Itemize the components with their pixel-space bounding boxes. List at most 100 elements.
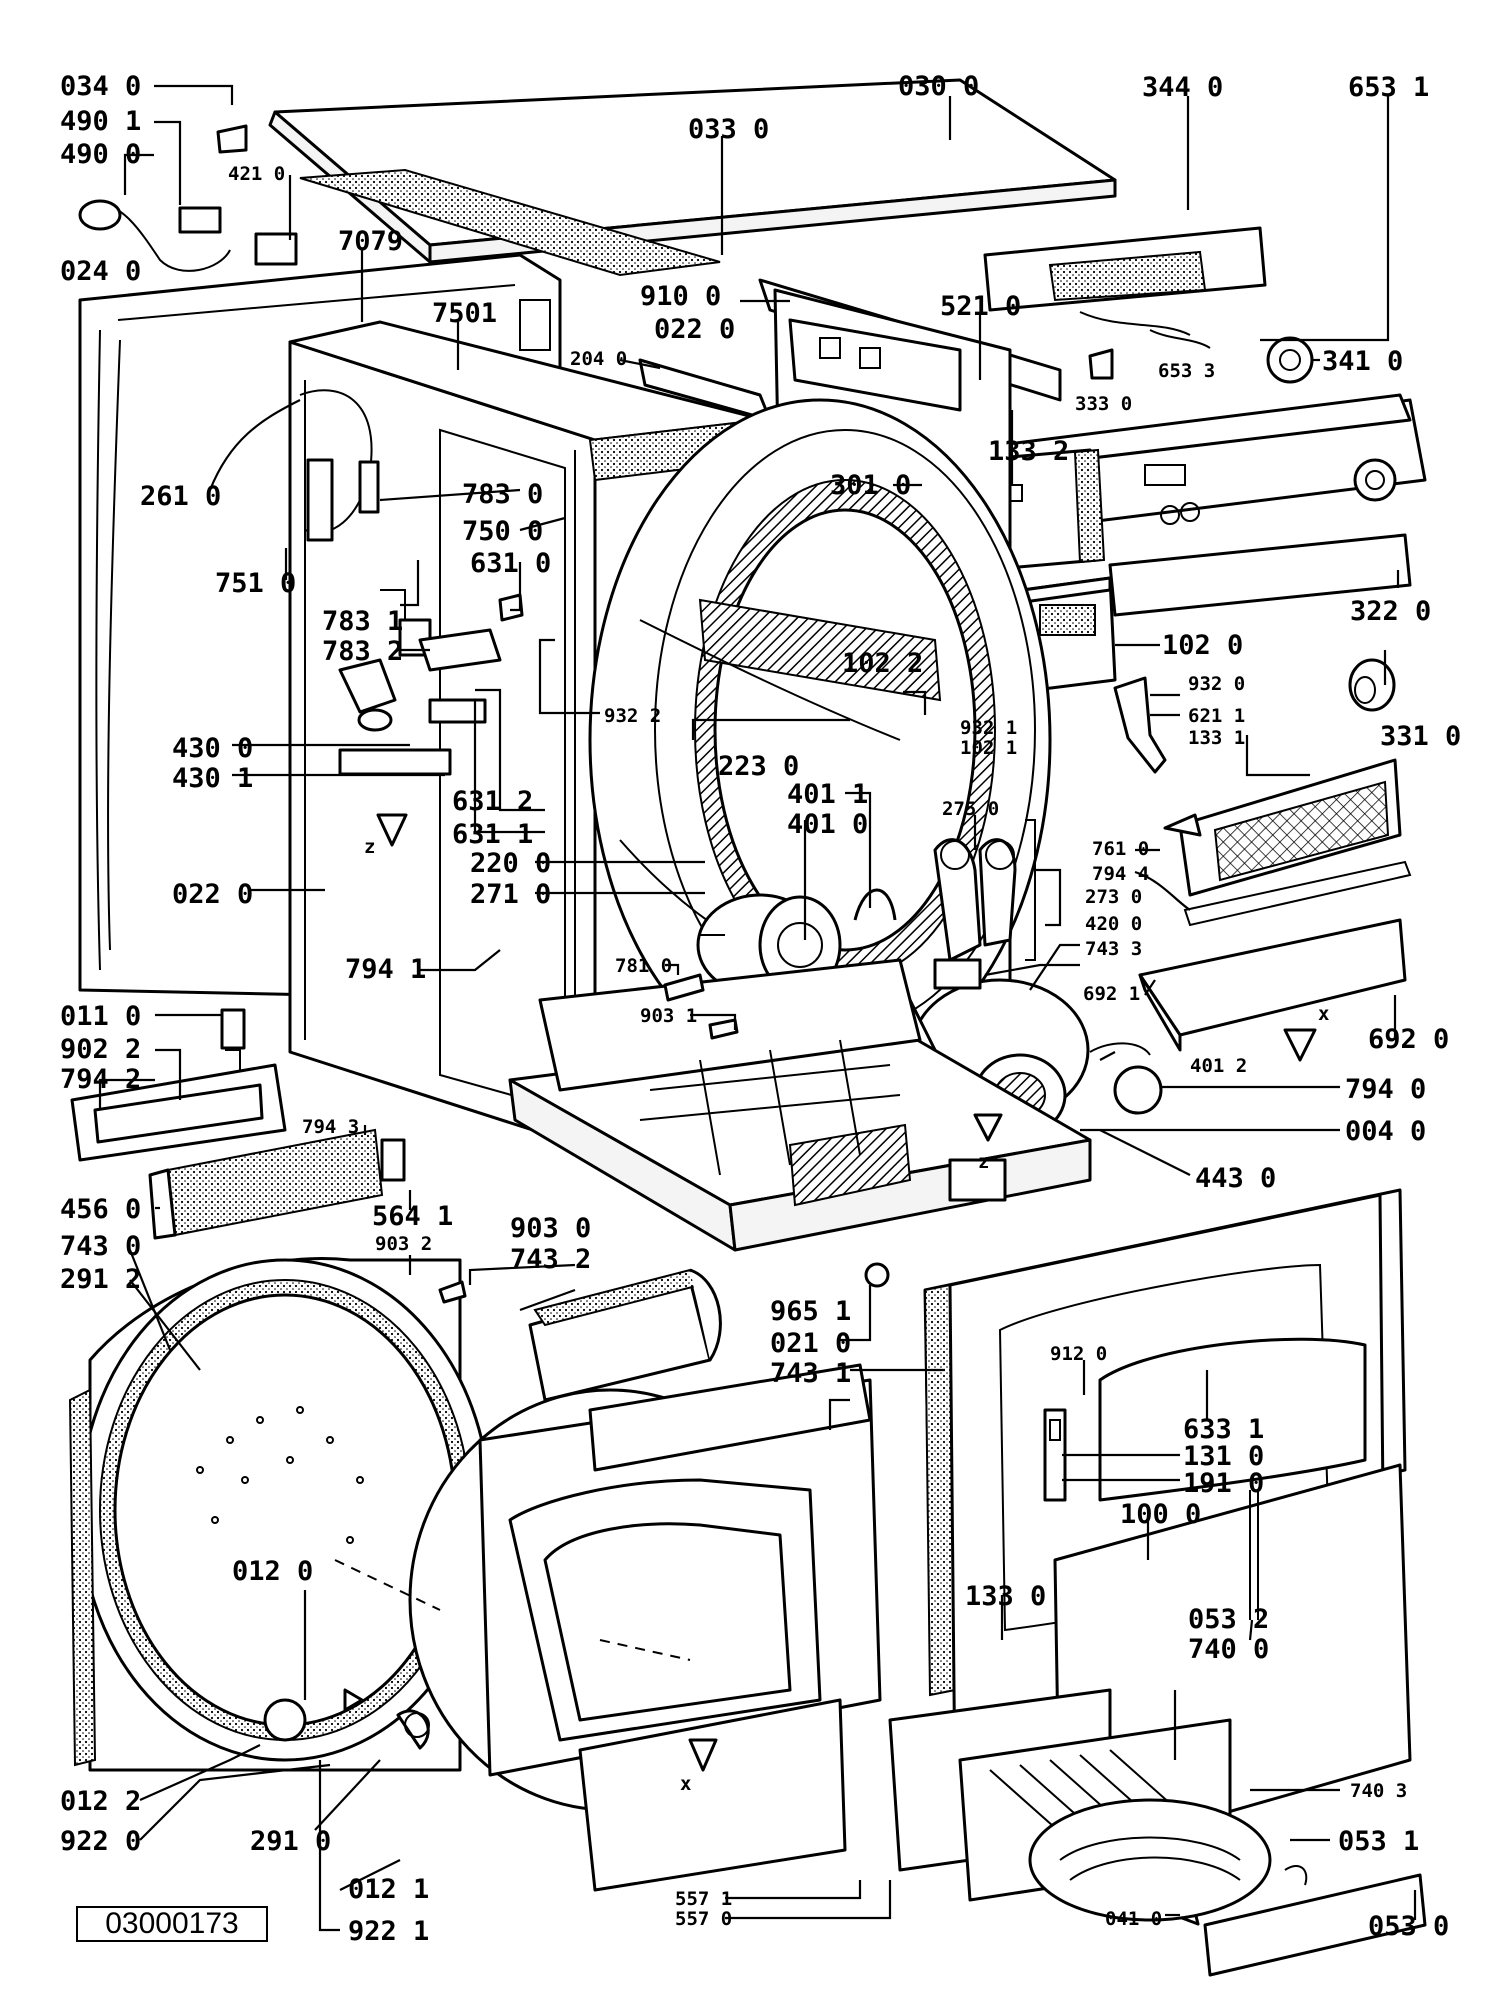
clip-401-2 — [1089, 1042, 1151, 1056]
label-041-0: 041 0 — [1105, 1908, 1162, 1930]
label-653-3: 653 3 — [1158, 360, 1215, 382]
label-131-0: 131 0 — [1183, 1441, 1264, 1472]
label-401-2: 401 2 — [1190, 1055, 1247, 1077]
label-133-1: 133 1 — [1188, 727, 1245, 749]
label-912-0: 912 0 — [1050, 1343, 1107, 1365]
label-922-1: 922 1 — [348, 1916, 429, 1947]
label-621-1: 621 1 — [1188, 705, 1245, 727]
clip-903-0 — [438, 1280, 467, 1304]
top-gasket — [299, 168, 721, 277]
label-653-1: 653 1 — [1348, 72, 1429, 103]
label-191-0: 191 0 — [1183, 1468, 1264, 1499]
label-100-0: 100 0 — [1120, 1499, 1201, 1530]
label-443-0: 443 0 — [1195, 1163, 1276, 1194]
label-965-1: 965 1 — [770, 1296, 851, 1327]
label-102-0: 102 0 — [1162, 630, 1243, 661]
rear-bearing-plate — [68, 1256, 492, 1772]
label-633-1: 633 1 — [1183, 1414, 1264, 1445]
door-hinge-rod — [1249, 1490, 1259, 1620]
label-220-0: 220 0 — [470, 848, 551, 879]
label-004-0: 004 0 — [1345, 1116, 1426, 1147]
label-275-0: 275 0 — [942, 798, 999, 820]
label-430-1: 430 1 — [172, 763, 253, 794]
part-labels: 034 0 490 1 490 0 421 0 024 0 7079 030 0… — [60, 71, 1461, 1947]
diagram-reference-code: 03000173 — [76, 1906, 268, 1942]
label-903-2: 903 2 — [375, 1233, 432, 1255]
seal-ring — [1113, 1065, 1163, 1115]
label-021-0: 021 0 — [770, 1328, 851, 1359]
label-291-0: 291 0 — [250, 1826, 331, 1857]
label-692-0: 692 0 — [1368, 1024, 1449, 1055]
label-557-0: 557 0 — [675, 1908, 732, 1930]
door-hinge-pin — [864, 1262, 890, 1288]
control-board — [983, 226, 1267, 336]
front-bearing-panel — [334, 1363, 882, 1892]
label-7501: 7501 — [432, 298, 497, 329]
label-456-0: 456 0 — [60, 1194, 141, 1225]
label-740-3: 740 3 — [1350, 1780, 1407, 1802]
knob — [1266, 336, 1314, 384]
direction-arrows — [343, 813, 1317, 1772]
label-344-0: 344 0 — [1142, 72, 1223, 103]
label-133-2: 133 2 — [988, 436, 1069, 467]
label-922-0: 922 0 — [60, 1826, 141, 1857]
label-910-0: 910 0 — [640, 281, 721, 312]
label-794-3: 794 3 — [302, 1116, 359, 1138]
label-333-0: 333 0 — [1075, 393, 1132, 415]
label-750-0: 750 0 — [462, 516, 543, 547]
label-903-1: 903 1 — [640, 1005, 697, 1027]
label-322-0: 322 0 — [1350, 596, 1431, 627]
label-053-1: 053 1 — [1338, 1826, 1419, 1857]
label-030-0: 030 0 — [898, 71, 979, 102]
filter-gasket — [1183, 860, 1412, 927]
label-012-1: 012 1 — [348, 1874, 429, 1905]
clip-903-1 — [708, 1018, 739, 1040]
label-022-0-top: 022 0 — [654, 314, 735, 345]
label-053-0: 053 0 — [1368, 1911, 1449, 1942]
panel-strip — [1108, 533, 1412, 617]
left-internals — [299, 389, 524, 776]
leader-lines — [98, 84, 1417, 1932]
label-557-1: 557 1 — [675, 1888, 732, 1910]
label-903-0: 903 0 — [510, 1213, 591, 1244]
bracket-right — [1025, 819, 1036, 961]
label-420-0: 420 0 — [1085, 913, 1142, 935]
label-794-4: 794 4 — [1092, 863, 1149, 885]
door-glass — [1098, 1337, 1367, 1502]
label-133-0: 133 0 — [965, 1581, 1046, 1612]
axis-marker-x-panel: x — [680, 1773, 691, 1795]
label-012-0: 012 0 — [232, 1556, 313, 1587]
label-783-2: 783 2 — [322, 636, 403, 667]
water-container-drawer — [888, 1688, 1427, 1977]
capacitor — [933, 958, 982, 990]
label-631-2: 631 2 — [452, 786, 533, 817]
label-692-1: 692 1 — [1083, 983, 1140, 1005]
heater-duct — [528, 1268, 722, 1402]
label-902-2: 902 2 — [60, 1034, 141, 1065]
label-223-0: 223 0 — [718, 751, 799, 782]
label-743-1: 743 1 — [770, 1358, 851, 1389]
label-291-2: 291 2 — [60, 1264, 141, 1295]
label-204-0: 204 0 — [570, 348, 627, 370]
label-564-1: 564 1 — [372, 1201, 453, 1232]
door-switch — [1113, 676, 1167, 774]
label-102-1: 102 1 — [960, 737, 1017, 759]
label-490-1: 490 1 — [60, 106, 141, 137]
axis-marker-z-base: z — [978, 1151, 989, 1173]
label-631-1: 631 1 — [452, 819, 533, 850]
label-761-0: 761 0 — [1092, 838, 1149, 860]
label-331-0: 331 0 — [1380, 721, 1461, 752]
belt-tensioner — [933, 838, 1017, 962]
label-783-1: 783 1 — [322, 606, 403, 637]
axis-marker-x: x — [1318, 1003, 1329, 1025]
label-401-0: 401 0 — [787, 809, 868, 840]
label-011-0: 011 0 — [60, 1001, 141, 1032]
label-053-2: 053 2 — [1188, 1604, 1269, 1635]
label-401-1: 401 1 — [787, 779, 868, 810]
label-102-2: 102 2 — [842, 648, 923, 679]
label-273-0: 273 0 — [1085, 886, 1142, 908]
selector-knob — [1348, 658, 1396, 712]
label-743-2: 743 2 — [510, 1244, 591, 1275]
heater-assembly — [70, 1008, 406, 1240]
label-932-0: 932 0 — [1188, 673, 1245, 695]
